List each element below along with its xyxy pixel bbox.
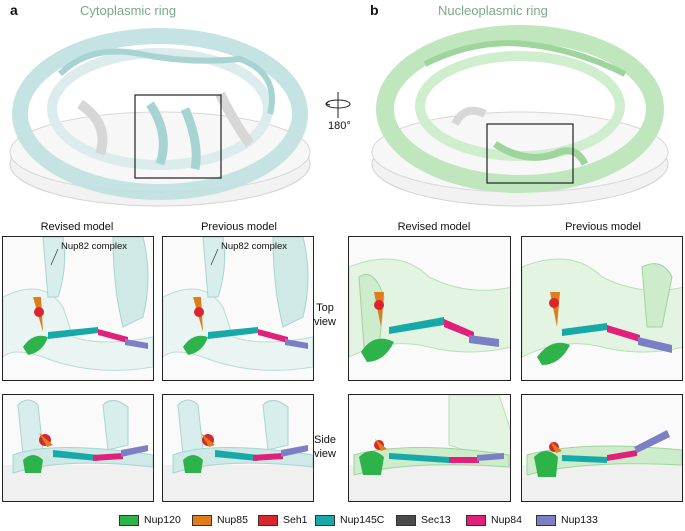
side-view-previous-nucleo [521, 394, 683, 502]
row-label-side-line2: view [313, 448, 336, 460]
legend-swatch [119, 514, 139, 526]
row-label-side-line1: Side [313, 434, 337, 446]
cytoplasmic-ring-title: Cytoplasmic ring [80, 3, 177, 18]
rotation-icon [325, 92, 351, 118]
legend-label: Sec13 [421, 514, 451, 526]
cytoplasmic-ring-render [9, 28, 311, 207]
header-revised-nucleo: Revised model [397, 221, 471, 233]
top-view-previous-nucleo [521, 236, 683, 381]
legend-item-nup85: Nup85 [192, 514, 248, 526]
legend-label: Nup145C [340, 514, 385, 526]
nup82-complex-label-revised: Nup82 complex [61, 241, 128, 252]
panel-letter-b: b [370, 2, 379, 18]
header-previous-cyto: Previous model [201, 221, 277, 233]
row-label-top-line1: Top [316, 302, 334, 314]
top-view-revised-nucleo [348, 236, 511, 381]
side-view-previous-cyto [162, 394, 314, 502]
side-view-revised-nucleo [348, 394, 511, 502]
panel-letter-a: a [10, 2, 18, 18]
legend-swatch [192, 514, 212, 526]
legend-item-nup120: Nup120 [119, 514, 181, 526]
row-label-top-line2: view [313, 316, 336, 328]
legend-label: Nup133 [561, 514, 598, 526]
legend-item-seh1: Seh1 [258, 514, 308, 526]
legend-swatch [466, 514, 486, 526]
legend-item-nup84: Nup84 [466, 514, 522, 526]
side-view-revised-cyto [2, 394, 154, 502]
row-label-top: Top view [305, 301, 345, 329]
header-revised-cyto: Revised model [40, 221, 114, 233]
legend-label: Nup120 [144, 514, 181, 526]
legend-item-nup133: Nup133 [536, 514, 598, 526]
row-label-side: Side view [305, 433, 345, 461]
legend-item-nup145c: Nup145C [315, 514, 384, 526]
legend-swatch [258, 514, 278, 526]
legend-label: Nup85 [217, 514, 248, 526]
legend-label: Seh1 [283, 514, 308, 526]
legend-item-sec13: Sec13 [396, 514, 451, 526]
legend-label: Nup84 [491, 514, 522, 526]
nup82-complex-label-previous: Nup82 complex [221, 241, 288, 252]
header-previous-nucleo: Previous model [565, 221, 641, 233]
legend-swatch [315, 514, 335, 526]
top-view-previous-cyto: Nup82 complex [162, 236, 314, 381]
rotation-angle: 180° [328, 120, 351, 132]
top-view-revised-cyto: Nup82 complex [2, 236, 154, 381]
nucleoplasmic-ring-render [371, 25, 669, 207]
legend-swatch [396, 514, 416, 526]
legend-swatch [536, 514, 556, 526]
nucleoplasmic-ring-title: Nucleoplasmic ring [438, 3, 548, 18]
